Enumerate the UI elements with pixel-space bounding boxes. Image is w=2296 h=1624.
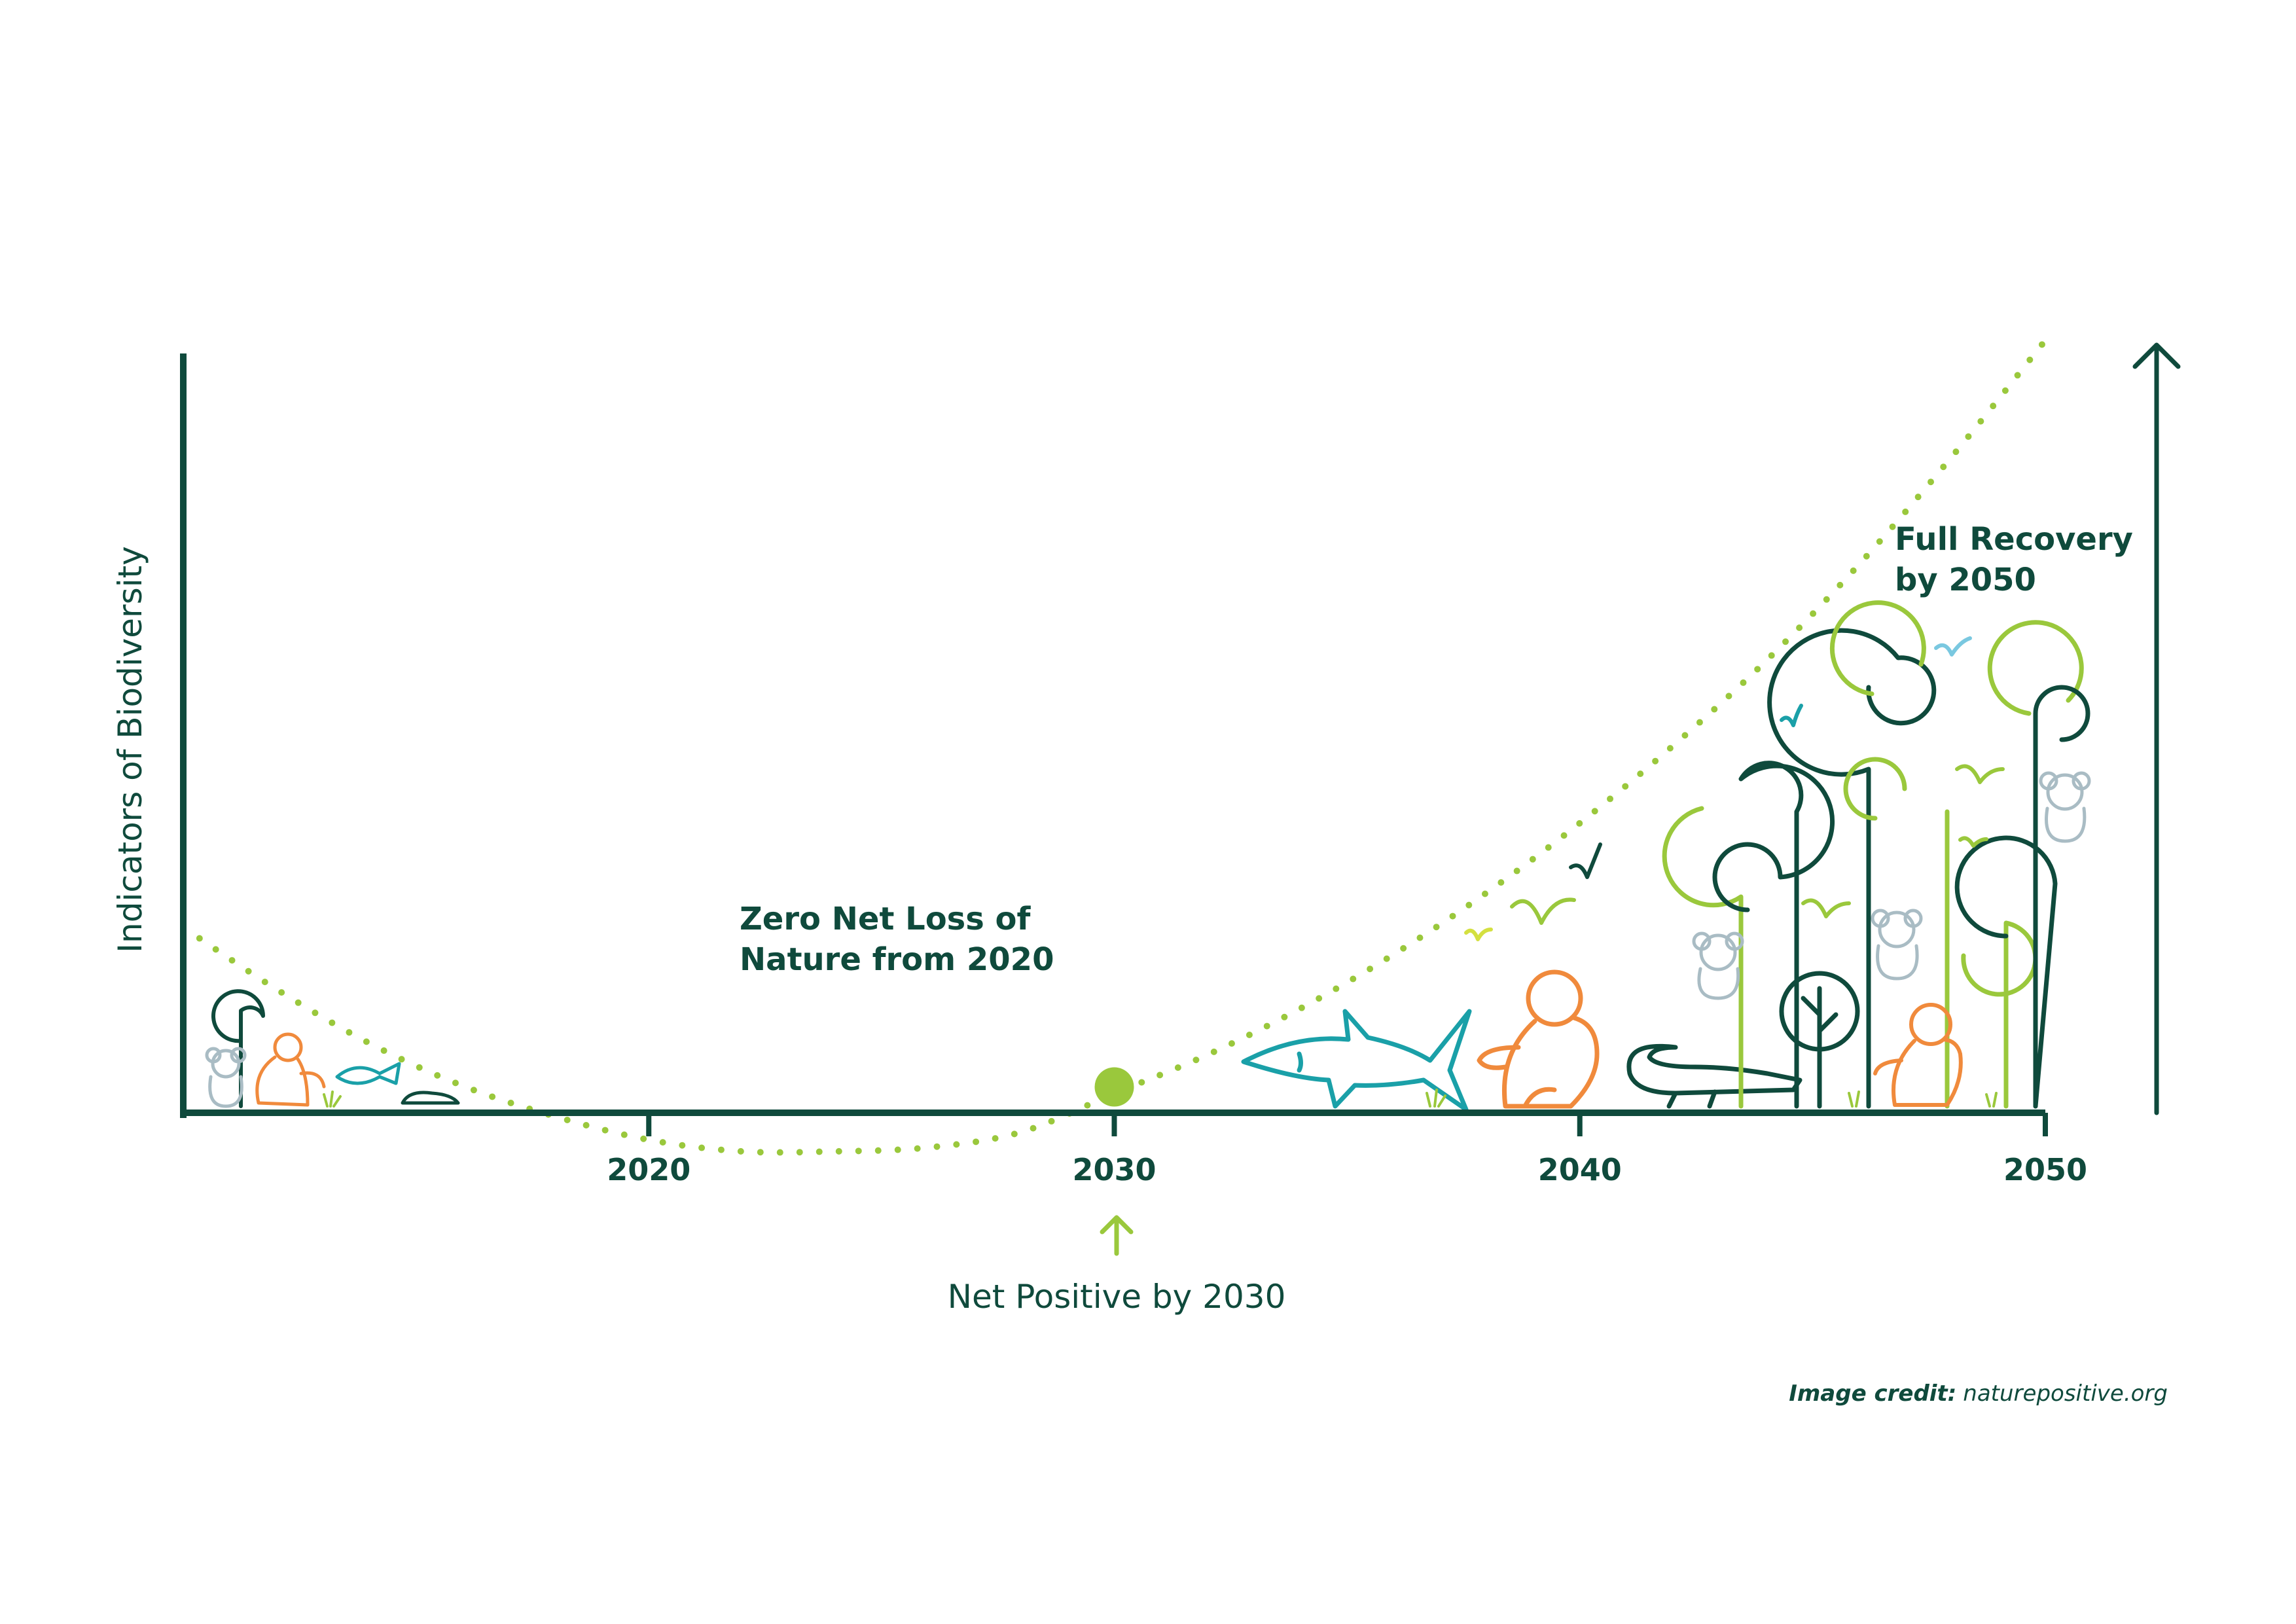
series-line-0 bbox=[180, 337, 2049, 1156]
bird-icon bbox=[1780, 704, 1803, 727]
grass-icon bbox=[1426, 1089, 1998, 1108]
x-tick-label-2030: 2030 bbox=[1072, 1152, 1156, 1187]
annotation-net-positive: Net Positive by 2030 bbox=[948, 1278, 1286, 1316]
tree-icon bbox=[1712, 761, 1835, 1109]
x-tick-label-2050: 2050 bbox=[2003, 1152, 2087, 1187]
image-credit-label: Image credit: bbox=[1789, 1380, 1956, 1407]
bird-icon bbox=[1569, 842, 1602, 879]
illustrations bbox=[205, 600, 2091, 1112]
crocodile-icon bbox=[1626, 1043, 1803, 1109]
tree-icon bbox=[1961, 620, 2084, 1109]
curve-layer bbox=[180, 337, 2049, 1156]
orangutan-icon bbox=[255, 1032, 326, 1107]
x-tick-label-2040: 2040 bbox=[1538, 1152, 1622, 1187]
fish-icon bbox=[335, 1062, 401, 1085]
image-credit-source: naturepositive.org bbox=[1963, 1380, 2168, 1407]
marker-point-0 bbox=[1094, 1067, 1134, 1107]
x-tick-label-2020: 2020 bbox=[607, 1152, 691, 1187]
image-credit: Image credit: naturepositive.org bbox=[1789, 1380, 2168, 1407]
orangutan-icon bbox=[1477, 969, 1600, 1109]
tree-icon bbox=[1767, 628, 1937, 1109]
platypus-icon bbox=[401, 1091, 460, 1105]
shark-icon bbox=[1241, 1009, 1472, 1112]
bird-icon bbox=[1510, 764, 2005, 925]
tree-icon bbox=[1829, 600, 1926, 821]
koala-icon bbox=[2039, 771, 2091, 843]
koala-icon bbox=[1871, 909, 1923, 981]
annotation-zero-net-loss-line1: Zero Net Loss of bbox=[740, 901, 1031, 937]
bird-icon bbox=[1934, 636, 1972, 657]
tree-icon bbox=[1662, 806, 1744, 1109]
up-arrow-axis-icon bbox=[2132, 342, 2181, 1115]
tree-icon bbox=[1954, 685, 2090, 1109]
bird-icon bbox=[1464, 928, 1493, 941]
annotation-full-recovery-line1: Full Recovery bbox=[1895, 521, 2133, 558]
annotation-full-recovery-line2: by 2050 bbox=[1895, 562, 2036, 598]
ticks-layer: 2020 2030 2040 2050 bbox=[607, 1113, 2087, 1187]
tree-icon bbox=[1779, 971, 1860, 1109]
grass-icon bbox=[323, 1091, 342, 1108]
up-arrow-icon bbox=[1100, 1215, 1134, 1256]
annotation-zero-net-loss-line2: Nature from 2020 bbox=[740, 941, 1054, 978]
axes-layer bbox=[180, 342, 2181, 1118]
koala-icon bbox=[1692, 931, 1744, 1000]
orangutan-icon bbox=[1873, 1003, 1963, 1107]
koala-icon bbox=[205, 1047, 247, 1108]
y-axis-label: Indicators of Biodiversity bbox=[111, 546, 149, 952]
tree-icon bbox=[211, 989, 265, 1108]
